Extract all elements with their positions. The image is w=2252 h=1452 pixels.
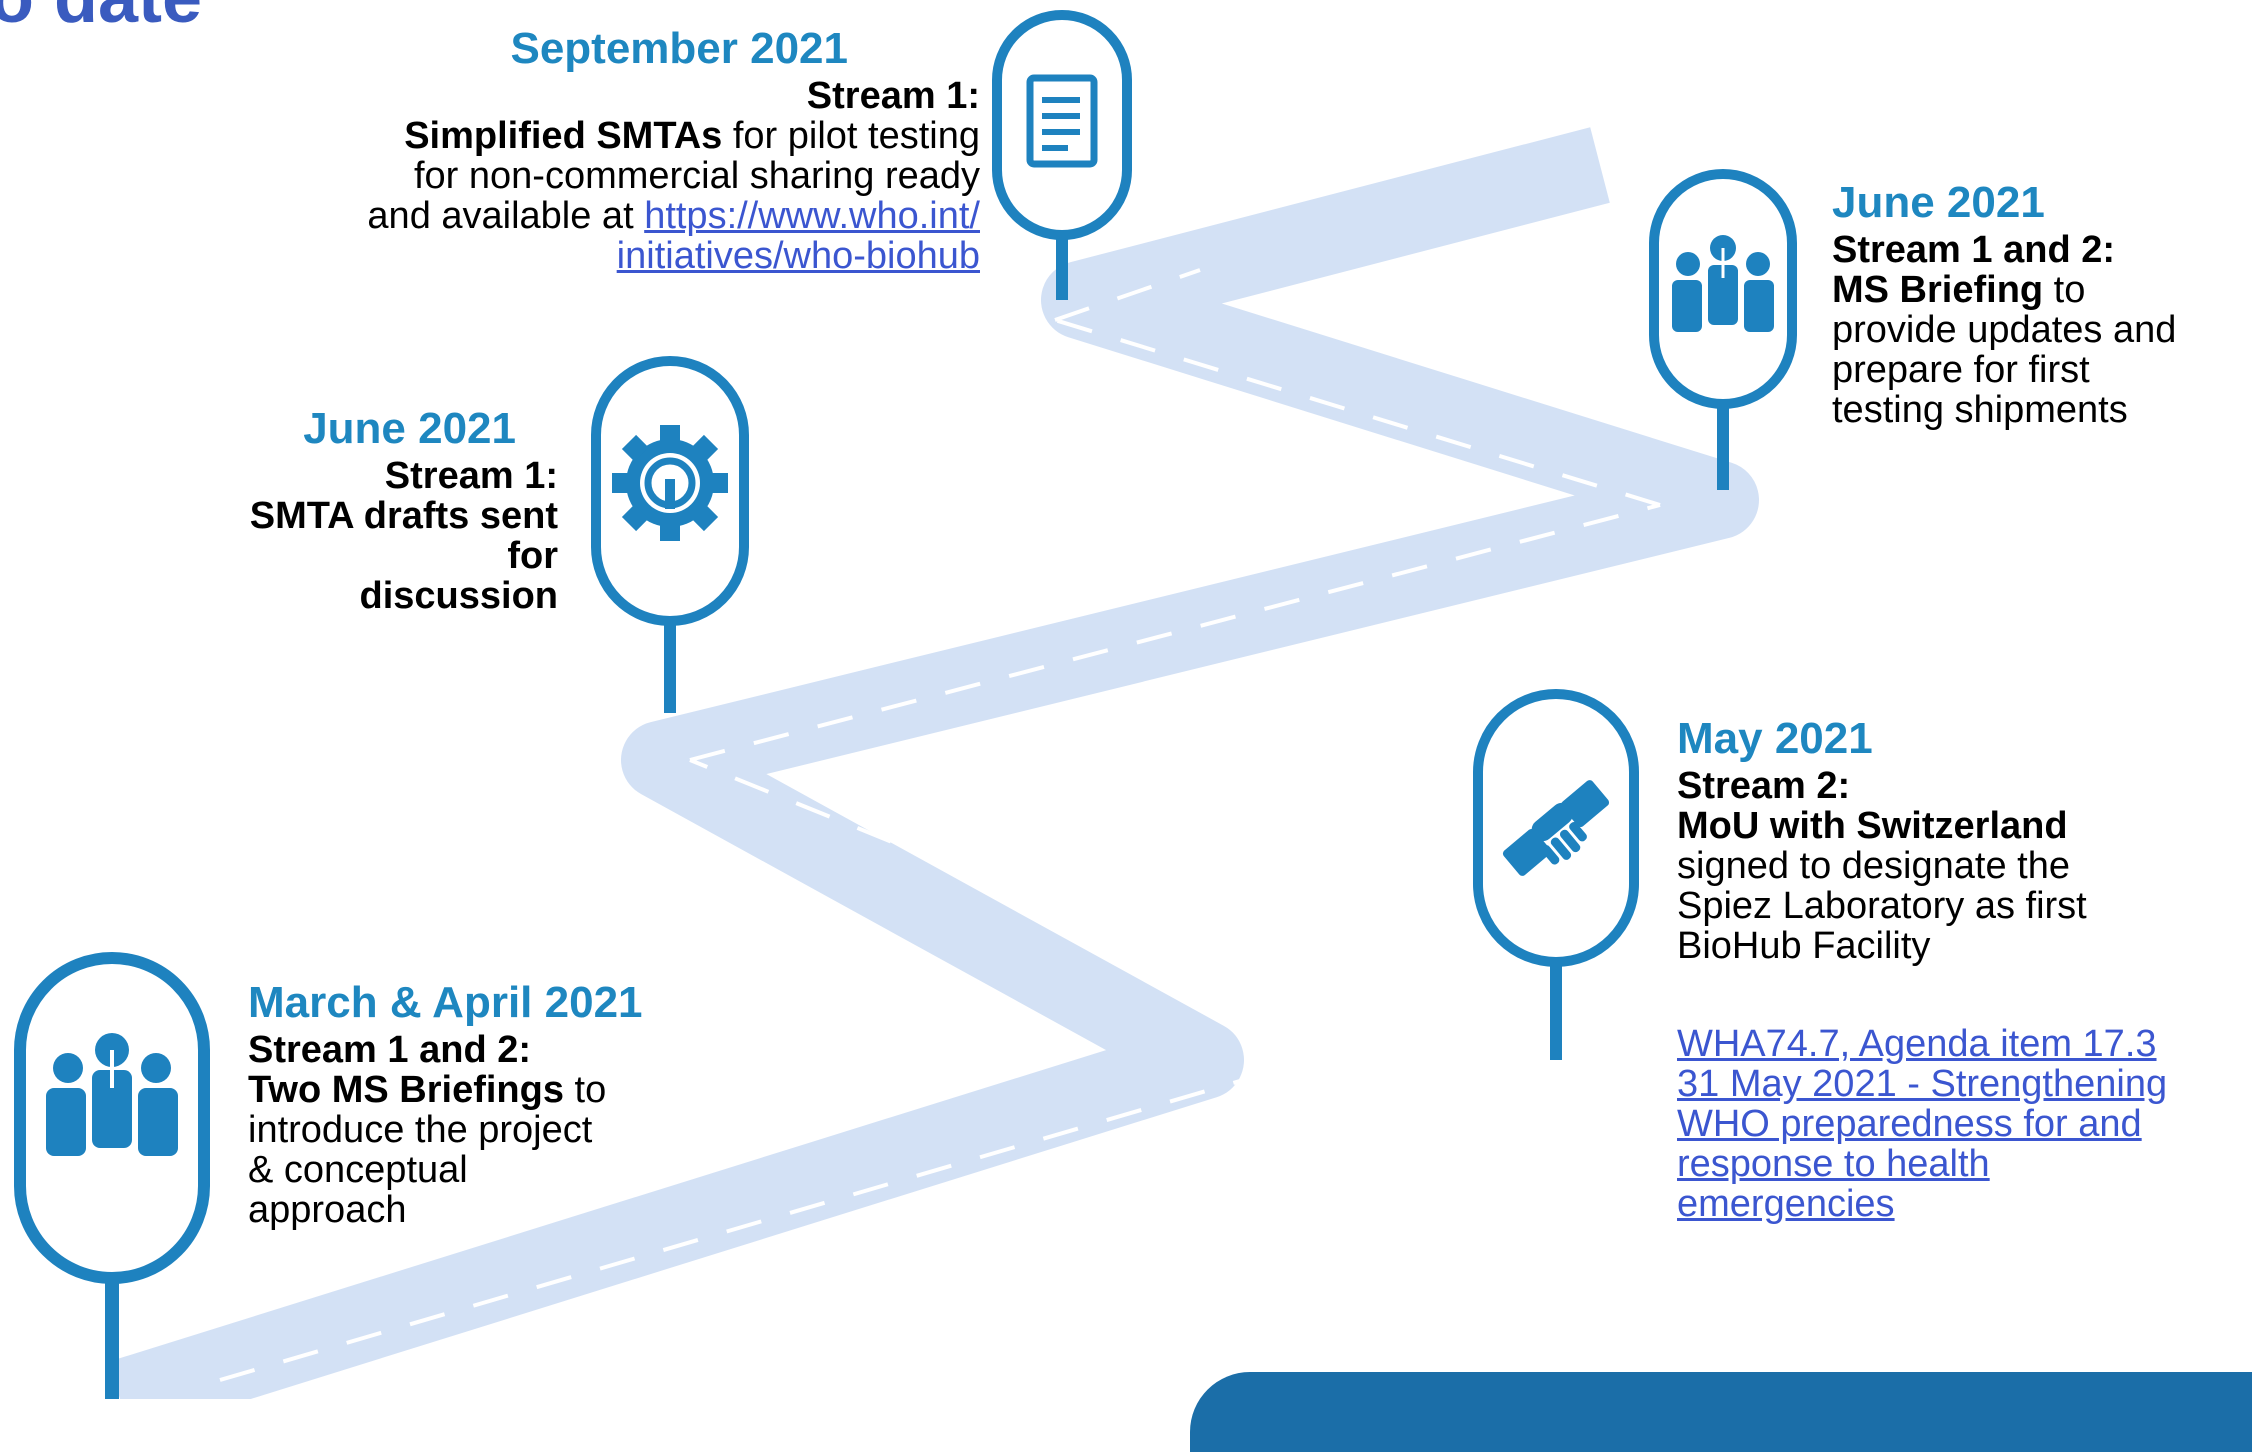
road-dashes	[219, 268, 1661, 1382]
pin-june-2021-right	[1648, 168, 1798, 498]
wha-link-line[interactable]: response to health	[1677, 1143, 1990, 1185]
pin-june-2021-left	[590, 355, 750, 715]
document-icon	[1026, 74, 1098, 168]
pin-september-2021	[992, 10, 1132, 310]
pin-march-april-2021	[12, 950, 212, 1399]
pin-may-2021	[1472, 688, 1640, 1068]
milestone-text: introduce the project	[248, 1109, 593, 1151]
milestone-stream: Stream 2:	[1677, 765, 1851, 807]
milestone-stream: Stream 1:	[384, 455, 558, 497]
milestone-text: discussion	[359, 575, 559, 617]
milestone-text: signed to designate the	[1677, 845, 2070, 887]
wha-link-line[interactable]: WHO preparedness for and	[1677, 1103, 2142, 1145]
road-body	[108, 127, 1759, 1399]
milestone-text: to	[2043, 269, 2086, 311]
biohub-link-part1[interactable]: https://www.who.int/	[644, 195, 980, 237]
milestone-stream: Stream 1 and 2:	[248, 1029, 531, 1071]
milestone-text: testing shipments	[1832, 389, 2128, 431]
milestone-text: for	[507, 535, 558, 577]
milestone-text: and available at	[367, 195, 645, 237]
milestone-highlight: MS Briefing	[1832, 269, 2044, 311]
milestone-date: May 2021	[1677, 714, 1873, 763]
milestone-text: & conceptual	[248, 1149, 468, 1191]
people-group-icon	[46, 1033, 178, 1156]
people-group-icon	[1672, 235, 1774, 332]
milestone-text: Spiez Laboratory as first	[1677, 885, 2087, 927]
milestone-text: for non-commercial sharing ready	[413, 155, 980, 197]
milestone-text: provide updates and	[1832, 309, 2177, 351]
milestone-text: for pilot testing	[722, 115, 980, 157]
milestone-stream: Stream 1:	[806, 75, 980, 117]
bottom-banner	[1190, 1372, 2252, 1452]
milestone-text: SMTA drafts sent	[249, 495, 558, 537]
milestone-date: September 2021	[510, 24, 848, 73]
road-graphic	[108, 127, 1759, 1399]
milestone-text: approach	[248, 1189, 407, 1231]
wha-link-line[interactable]: emergencies	[1677, 1183, 1895, 1225]
milestone-text: BioHub Facility	[1677, 925, 1931, 967]
wha-link-line[interactable]: 31 May 2021 - Strengthening	[1677, 1063, 2168, 1105]
handshake-icon	[1502, 780, 1610, 876]
page-title: o date	[0, 0, 202, 34]
milestone-date: June 2021	[1832, 178, 2045, 227]
milestone-text: prepare for first	[1832, 349, 2090, 391]
milestone-highlight: Two MS Briefings	[248, 1069, 564, 1111]
milestone-highlight: MoU with Switzerland	[1677, 805, 2068, 847]
milestone-june-2021-left: June 2021 Stream 1: SMTA drafts sent for…	[250, 402, 558, 616]
gear-wrench-icon	[612, 425, 728, 541]
milestone-june-2021-right: June 2021 Stream 1 and 2: MS Briefing to…	[1832, 176, 2176, 430]
milestone-text: to	[563, 1069, 607, 1111]
milestone-highlight: Simplified SMTAs	[404, 115, 723, 157]
biohub-link-part2[interactable]: initiatives/who-biohub	[616, 235, 980, 277]
milestone-september-2021: September 2021 Stream 1: Simplified SMTA…	[367, 22, 980, 276]
milestone-date: June 2021	[303, 404, 516, 453]
milestone-stream: Stream 1 and 2:	[1832, 229, 2115, 271]
milestone-march-april-2021: March & April 2021 Stream 1 and 2: Two M…	[248, 976, 643, 1230]
wha-resolution-link-block: WHA74.7, Agenda item 17.3 31 May 2021 - …	[1677, 1024, 2167, 1224]
wha-link-line[interactable]: WHA74.7, Agenda item 17.3	[1677, 1023, 2157, 1065]
milestone-date: March & April 2021	[248, 978, 643, 1027]
milestone-may-2021: May 2021 Stream 2: MoU with Switzerland …	[1677, 712, 2087, 966]
